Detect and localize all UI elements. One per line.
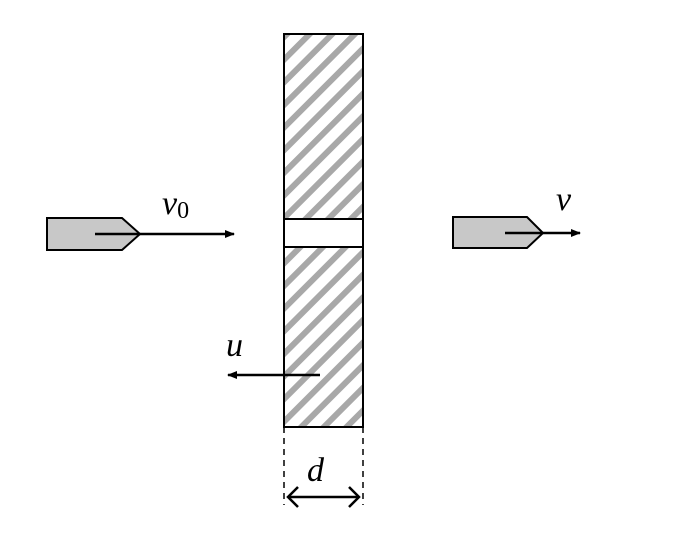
- final-velocity-label: v: [556, 181, 572, 218]
- initial-velocity-label: v0: [162, 185, 189, 224]
- thickness-dimension-arrow: [286, 486, 361, 508]
- incoming-bullet: [46, 217, 142, 251]
- wall-velocity-label: u: [226, 327, 243, 364]
- outgoing-bullet: [452, 216, 545, 249]
- bullet-hole: [283, 218, 364, 248]
- thickness-label: d: [307, 452, 325, 489]
- block-upper-section: [283, 33, 364, 220]
- block-lower-section: [283, 246, 364, 428]
